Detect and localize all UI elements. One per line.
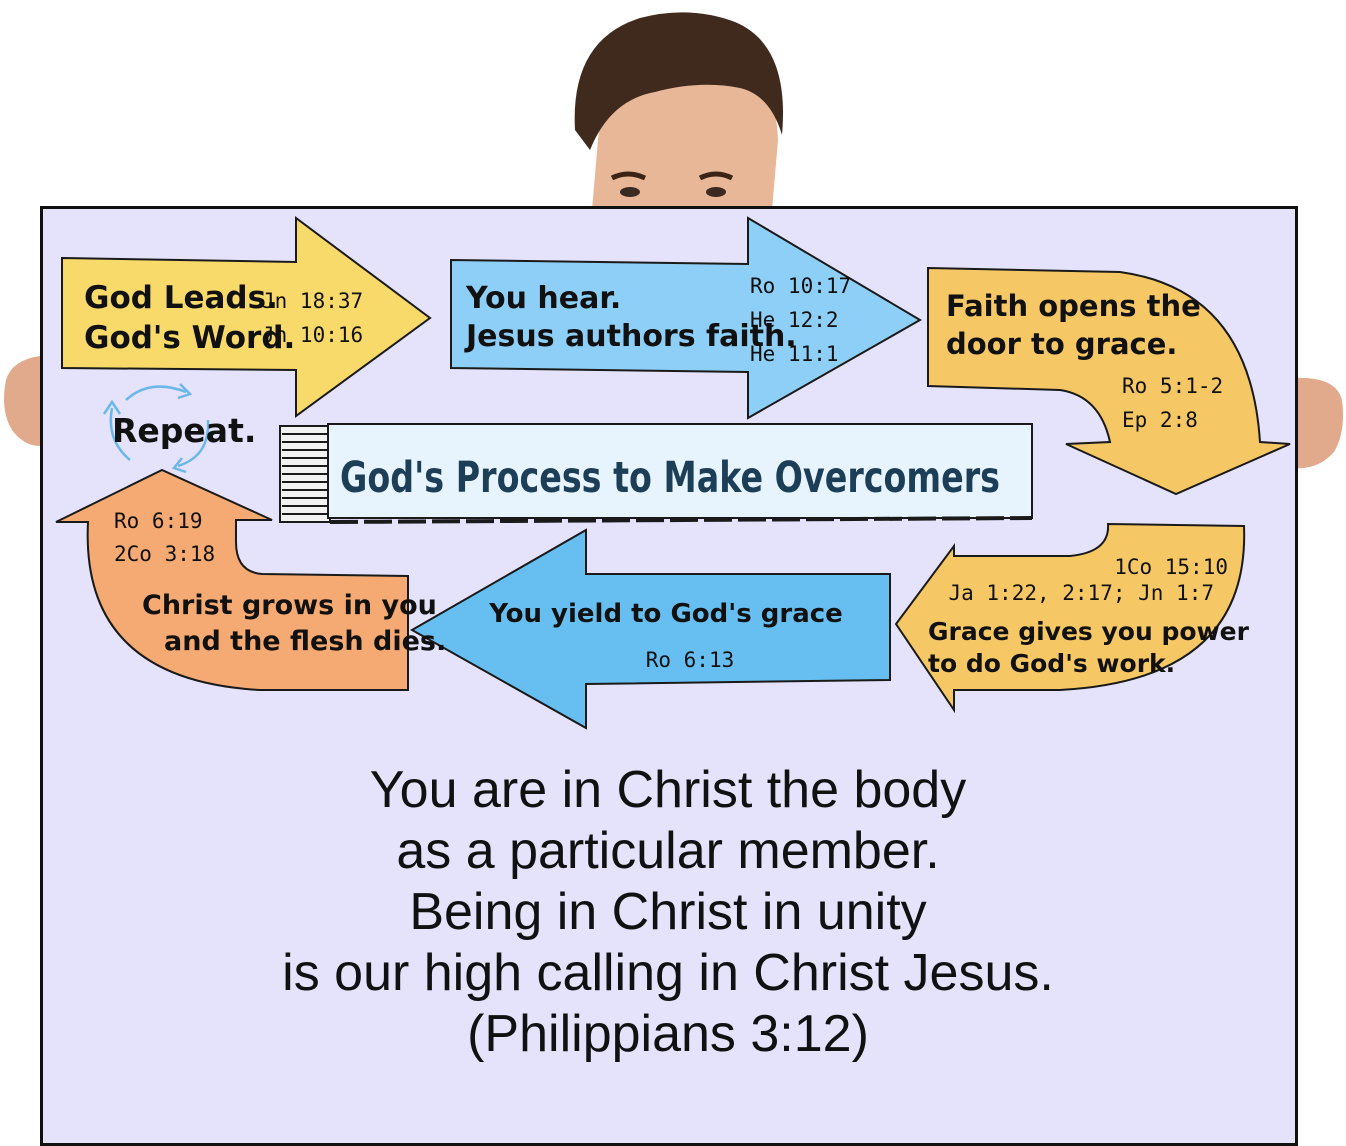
- step-5-ref-1: Ro 6:13: [646, 648, 735, 672]
- cycle-arrows-icon: [102, 383, 210, 474]
- step-arrow-4: 1Co 15:10 Ja 1:22, 2:17; Jn 1:7 Grace gi…: [894, 522, 1250, 714]
- step-4-ref-1: 1Co 15:10: [1114, 555, 1228, 579]
- verse-line-1: You are in Christ the body: [369, 761, 967, 819]
- step-3-ref-2: Ep 2:8: [1122, 408, 1198, 432]
- step-arrow-6: Ro 6:19 2Co 3:18 Christ grows in you and…: [55, 468, 446, 691]
- step-arrow-2: You hear. Jesus authors faith. Ro 10:17 …: [450, 216, 922, 420]
- repeat-marker: Repeat.: [102, 383, 256, 474]
- step-2-ref-2: He 12:2: [750, 308, 839, 332]
- step-arrow-1: God Leads. God's Word. Jn 18:37 Jn 10:16: [61, 216, 432, 418]
- left-hand: [4, 356, 40, 446]
- verse-block: You are in Christ the body as a particul…: [40, 760, 1296, 1065]
- verse-line-3: Being in Christ in unity: [409, 883, 927, 941]
- verse-reference: (Philippians 3:12): [467, 1005, 869, 1063]
- step-2-line-1: You hear.: [465, 281, 621, 316]
- verse-line-2: as a particular member.: [396, 822, 940, 880]
- step-3-line-1: Faith opens the: [946, 289, 1201, 323]
- step-5-line-1: You yield to God's grace: [488, 599, 843, 629]
- step-6-ref-2: 2Co 3:18: [114, 542, 215, 566]
- step-4-line-2: to do God's work.: [928, 649, 1175, 678]
- step-1-ref-1: Jn 18:37: [262, 289, 363, 313]
- step-4-ref-2: Ja 1:22, 2:17; Jn 1:7: [948, 581, 1214, 605]
- person-head: [574, 12, 784, 210]
- step-arrow-3: Faith opens the door to grace. Ro 5:1-2 …: [927, 266, 1291, 496]
- verse-line-4: is our high calling in Christ Jesus.: [282, 944, 1054, 1002]
- step-2-ref-1: Ro 10:17: [750, 274, 851, 298]
- step-6-line-2: and the flesh dies.: [164, 626, 446, 657]
- step-3-ref-1: Ro 5:1-2: [1122, 374, 1223, 398]
- step-arrow-5: You yield to God's grace Ro 6:13: [409, 528, 891, 730]
- diagram-title: God's Process to Make Overcomers: [340, 453, 1000, 503]
- step-1-line-1: God Leads.: [84, 280, 278, 316]
- step-3-line-2: door to grace.: [946, 327, 1177, 361]
- right-hand: [1294, 377, 1343, 469]
- step-1-ref-2: Jn 10:16: [262, 323, 363, 347]
- repeat-label: Repeat.: [112, 411, 256, 450]
- step-6-line-1: Christ grows in you: [142, 590, 437, 621]
- step-4-line-1: Grace gives you power: [928, 617, 1250, 646]
- step-1-line-2: God's Word.: [84, 320, 295, 356]
- step-2-line-2: Jesus authors faith.: [464, 319, 797, 354]
- step-2-ref-3: He 11:1: [750, 342, 839, 366]
- title-banner: God's Process to Make Overcomers: [279, 423, 1033, 524]
- step-6-ref-1: Ro 6:19: [114, 509, 203, 533]
